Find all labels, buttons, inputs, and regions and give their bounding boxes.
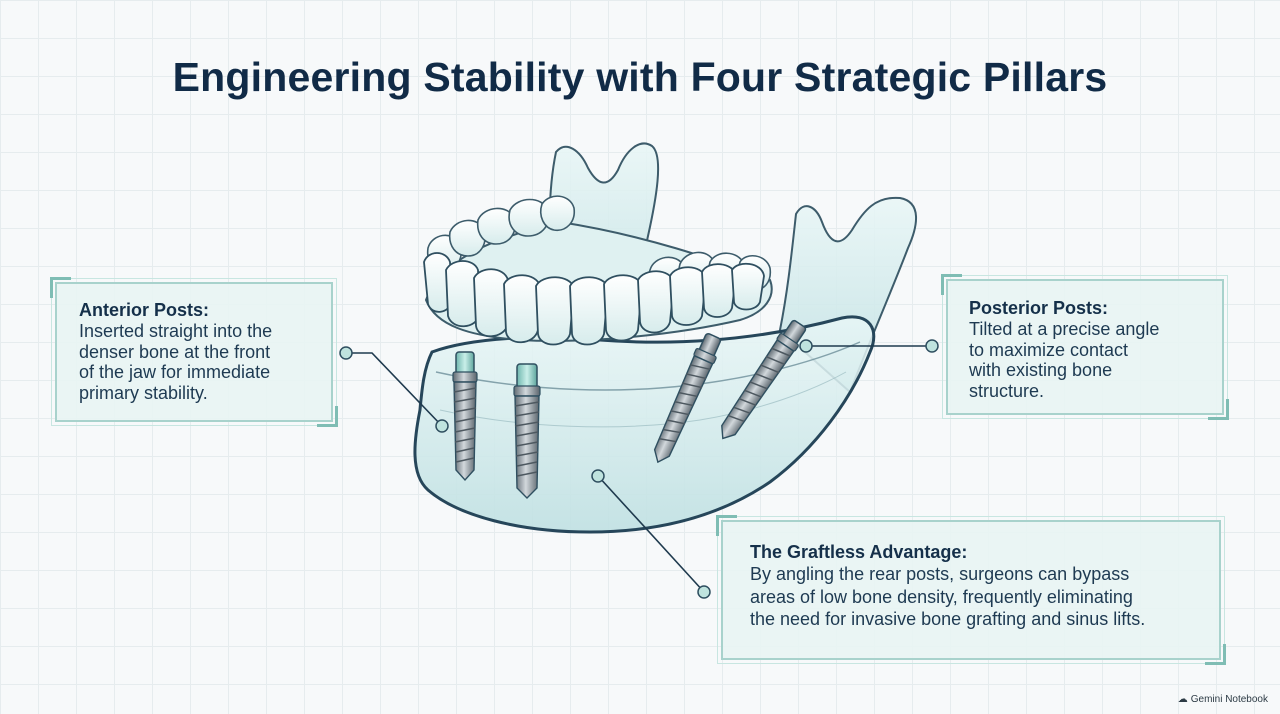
posterior-posts-line: to maximize contact [969, 339, 1129, 360]
mandible-ridge-line [435, 341, 861, 391]
posterior-posts-heading: Posterior Posts: [969, 298, 1109, 318]
graftless-leader-line [597, 475, 705, 593]
posterior-implant-2 [721, 319, 807, 440]
graftless-advantage-callout: The Graftless Advantage: By angling the … [716, 515, 1226, 665]
anterior-posts-heading: Anterior Posts: [79, 300, 210, 320]
graftless-advantage-line: By angling the rear posts, surgeons can … [750, 564, 1130, 584]
posterior-implant-1 [653, 332, 722, 464]
posterior-posts-line: structure. [969, 380, 1045, 401]
posterior-posts-line: Tilted at a precise angle [969, 319, 1160, 339]
posterior-posts-line: with existing bone [969, 360, 1113, 380]
graftless-leader-dot-end [697, 585, 711, 599]
anterior-posts-line: of the jaw for immediate [79, 362, 271, 382]
anterior-implant-2 [513, 363, 541, 499]
anterior-posts-line: primary stability. [79, 382, 208, 403]
front-teeth-row [423, 252, 765, 346]
brand-watermark: ☁ Gemini Notebook [1178, 694, 1268, 705]
brand-label: Gemini Notebook [1190, 694, 1268, 705]
anterior-posts-line: denser bone at the front [79, 341, 271, 362]
graftless-advantage-line: the need for invasive bone grafting and … [750, 609, 1146, 629]
posterior-posts-callout: Posterior Posts: Tilted at a precise ang… [941, 274, 1229, 420]
anterior-posts-callout: Anterior Posts: Inserted straight into t… [50, 277, 338, 427]
graftless-leader-dot-start [591, 469, 605, 483]
anterior-leader-line [346, 352, 443, 427]
graftless-advantage-heading: The Graftless Advantage: [750, 542, 968, 562]
anterior-posts-line: Inserted straight into the [79, 321, 273, 341]
anterior-leader-dot-end [435, 419, 449, 433]
page-title: Engineering Stability with Four Strategi… [172, 54, 1108, 100]
graftless-advantage-line: areas of low bone density, frequently el… [750, 586, 1133, 607]
anterior-leader-dot-start [339, 346, 353, 360]
anterior-implant-1 [452, 351, 478, 482]
posterior-leader-dot-start [799, 339, 813, 353]
posterior-leader-dot-end [925, 339, 939, 353]
gemini-notebook-icon: ☁ [1177, 694, 1188, 705]
